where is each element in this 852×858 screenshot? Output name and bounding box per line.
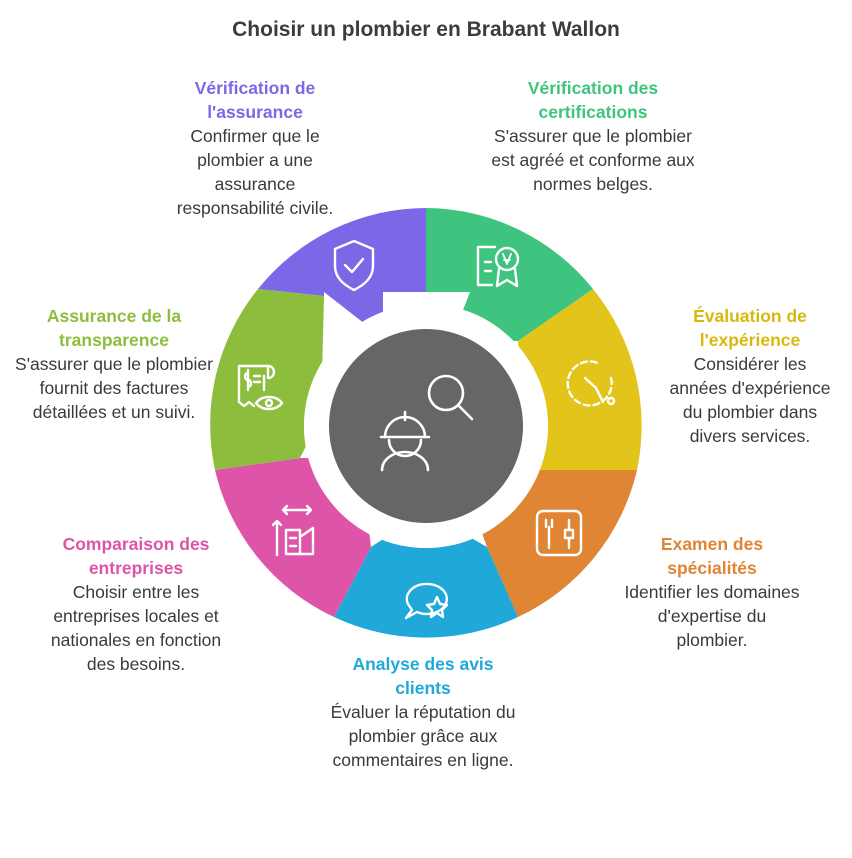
label-specialites-title: Examen des spécialités: [660, 534, 764, 578]
segment-certifications: [426, 208, 593, 341]
segment-transparence: [210, 289, 324, 470]
label-specialites-text: Identifier les domaines d'expertise du p…: [624, 582, 800, 650]
label-avis-title: Analyse des avis clients: [352, 654, 494, 698]
plumber-search-icon: [379, 374, 474, 472]
chat-star-icon: [404, 582, 449, 620]
label-experience: Évaluation de l'expérience Considérer le…: [665, 304, 835, 448]
invoice-eye-icon: [237, 364, 284, 411]
label-transparence-title: Assurance de la transparence: [46, 306, 182, 350]
diagram-title: Choisir un plombier en Brabant Wallon: [232, 18, 620, 41]
building-compare-icon: [271, 504, 315, 557]
label-assurance: Vérification de l'assurance Confirmer qu…: [160, 76, 350, 220]
label-certifications: Vérification des certifications S'assure…: [488, 76, 698, 196]
clock-icon: [566, 360, 616, 407]
center-hub: [329, 329, 523, 523]
label-comparaison-title: Comparaison des entreprises: [62, 534, 210, 578]
label-assurance-title: Vérification de l'assurance: [194, 78, 316, 122]
label-certifications-title: Vérification des certifications: [527, 78, 659, 122]
label-experience-text: Considérer les années d'expérience du pl…: [669, 354, 831, 446]
certificate-icon: [476, 245, 520, 288]
shield-check-icon: [333, 239, 375, 292]
label-avis-text: Évaluer la réputation du plombier grâce …: [330, 702, 516, 770]
label-assurance-text: Confirmer que le plombier a une assuranc…: [176, 126, 334, 218]
label-certifications-text: S'assurer que le plombier est agréé et c…: [491, 126, 695, 194]
label-comparaison-text: Choisir entre les entreprises locales et…: [50, 582, 222, 674]
label-transparence: Assurance de la transparence S'assurer q…: [14, 304, 214, 424]
label-transparence-text: S'assurer que le plombier fournit des fa…: [15, 354, 213, 422]
segment-specialites: [478, 470, 637, 617]
label-avis: Analyse des avis clients Évaluer la répu…: [328, 652, 518, 772]
segment-assurance: [258, 208, 426, 338]
label-experience-title: Évaluation de l'expérience: [693, 306, 807, 350]
segment-experience: [518, 289, 642, 470]
label-comparaison: Comparaison des entreprises Choisir entr…: [50, 532, 222, 676]
tools-icon: [535, 509, 583, 557]
segment-avis: [334, 520, 518, 638]
label-specialites: Examen des spécialités Identifier les do…: [622, 532, 802, 652]
